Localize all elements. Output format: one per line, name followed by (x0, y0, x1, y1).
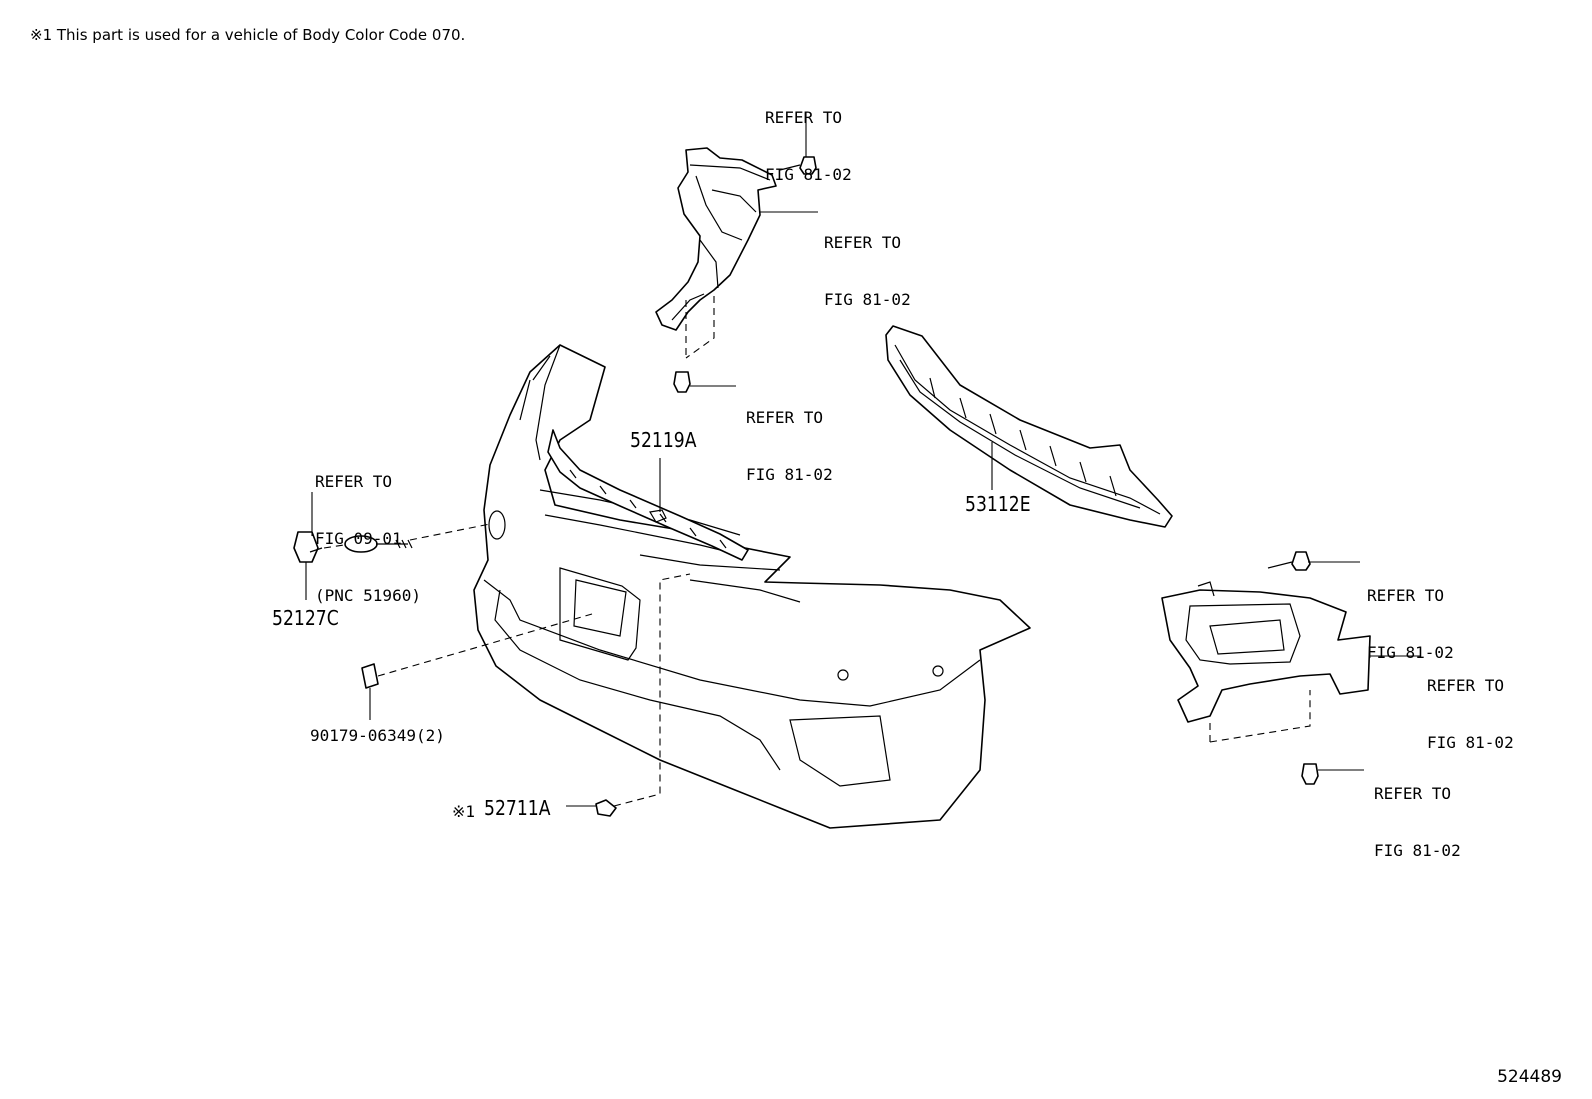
ref-fog-side: REFER TO FIG 81-02 (1427, 638, 1514, 771)
ref-line: FIG 81-02 (765, 165, 852, 184)
ref-tow-hook: REFER TO FIG 09-01 (PNC 51960) (315, 434, 421, 624)
tow-hook-parts (293, 492, 491, 600)
illustration-id: 524489 (1497, 1067, 1562, 1087)
ref-bracket-side: REFER TO FIG 81-02 (824, 195, 911, 328)
ref-fog-bottom-bolt: REFER TO FIG 81-02 (1374, 746, 1461, 879)
ref-line: REFER TO (1367, 586, 1445, 605)
ref-line: REFER TO (746, 408, 824, 427)
ref-bracket-bolt-top: REFER TO FIG 81-02 (765, 70, 852, 203)
upper-bracket (655, 147, 777, 331)
ref-line: REFER TO (765, 108, 843, 127)
part-number-52127C: 52127C (272, 606, 339, 630)
ref-line: FIG 81-02 (746, 465, 833, 484)
part-number-90179: 90179-06349(2) (310, 726, 445, 745)
fog-lamp-assembly (1161, 551, 1420, 785)
retainer-52119A (547, 429, 749, 561)
grille-53112E (885, 325, 1173, 528)
ref-line: FIG 81-02 (1367, 643, 1454, 662)
ref-line: REFER TO (315, 472, 393, 491)
body-color-note: ※1 This part is used for a vehicle of Bo… (30, 26, 466, 44)
ref-line: FIG 81-02 (1427, 733, 1514, 752)
ref-line: REFER TO (1374, 784, 1452, 803)
ref-line: FIG 81-02 (824, 290, 911, 309)
part-number-52119A: 52119A (630, 428, 697, 452)
ref-line: FIG 09-01 (315, 529, 402, 548)
part-number-52711A-mark: ※1 (452, 802, 476, 821)
ref-line: REFER TO (824, 233, 902, 252)
part-number-53112E: 53112E (965, 492, 1031, 516)
upper-bracket-fasteners (673, 112, 818, 393)
ref-line: REFER TO (1427, 676, 1505, 695)
part-number-52711A: 52711A (484, 796, 551, 820)
clip-90179 (361, 613, 593, 720)
clip-52711A (566, 573, 691, 817)
ref-fog-top-bolt: REFER TO FIG 81-02 (1367, 548, 1454, 681)
ref-bracket-bottom-bolt: REFER TO FIG 81-02 (746, 370, 833, 503)
ref-line: FIG 81-02 (1374, 841, 1461, 860)
ref-line: (PNC 51960) (315, 586, 421, 605)
